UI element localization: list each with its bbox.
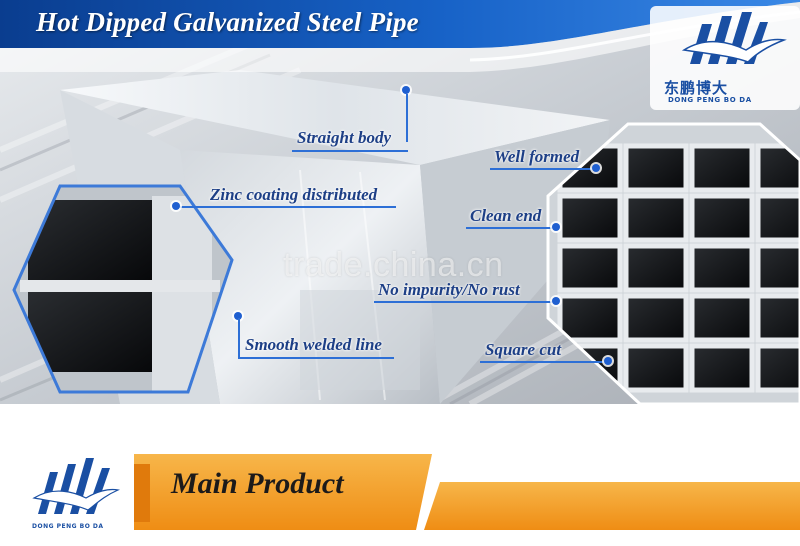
feature-straight-body: Straight body <box>297 128 391 147</box>
feature-clean-end: Clean end <box>470 206 542 225</box>
watermark-text: trade.china.cn <box>283 246 504 284</box>
callout-underline <box>292 150 408 152</box>
callout-pin <box>552 223 560 231</box>
feature-zinc-coating: Zinc coating distributed <box>210 185 378 204</box>
callout-pin <box>604 357 612 365</box>
callout-underline <box>480 361 604 363</box>
logo-english-name: DONG PENG BO DA <box>668 96 752 104</box>
callout-pin <box>172 202 180 210</box>
feature-smooth-welded-line: Smooth welded line <box>245 335 382 354</box>
callout-pin <box>402 86 410 94</box>
banner-title: Hot Dipped Galvanized Steel Pipe <box>36 7 419 37</box>
callout-underline <box>466 227 552 229</box>
logo-english-name: DONG PENG BO DA <box>32 523 104 530</box>
callout-underline <box>490 168 592 170</box>
callout-pin <box>552 297 560 305</box>
callout-pin <box>234 312 242 320</box>
callout-line <box>238 318 240 358</box>
callout-underline <box>238 357 394 359</box>
section-header-bar <box>134 454 800 530</box>
callout-pin <box>592 164 600 172</box>
section-title: Main Product <box>171 467 344 500</box>
callout-underline <box>178 206 396 208</box>
main-product-section: Main Product DONG PENG BO DA <box>0 404 800 546</box>
callout-underline <box>374 301 552 303</box>
logo-chinese-name: 东鹏博大 <box>664 79 729 97</box>
feature-no-impurity-no-rust: No impurity/No rust <box>378 280 520 299</box>
feature-well-formed: Well formed <box>494 147 580 166</box>
feature-square-cut: Square cut <box>485 340 562 359</box>
eagle-logo-icon <box>650 6 800 110</box>
callout-line <box>406 94 408 142</box>
eagle-logo-icon <box>32 458 120 514</box>
feature-banner: Hot Dipped Galvanized Steel Pipe 东鹏博大 DO… <box>0 0 800 404</box>
